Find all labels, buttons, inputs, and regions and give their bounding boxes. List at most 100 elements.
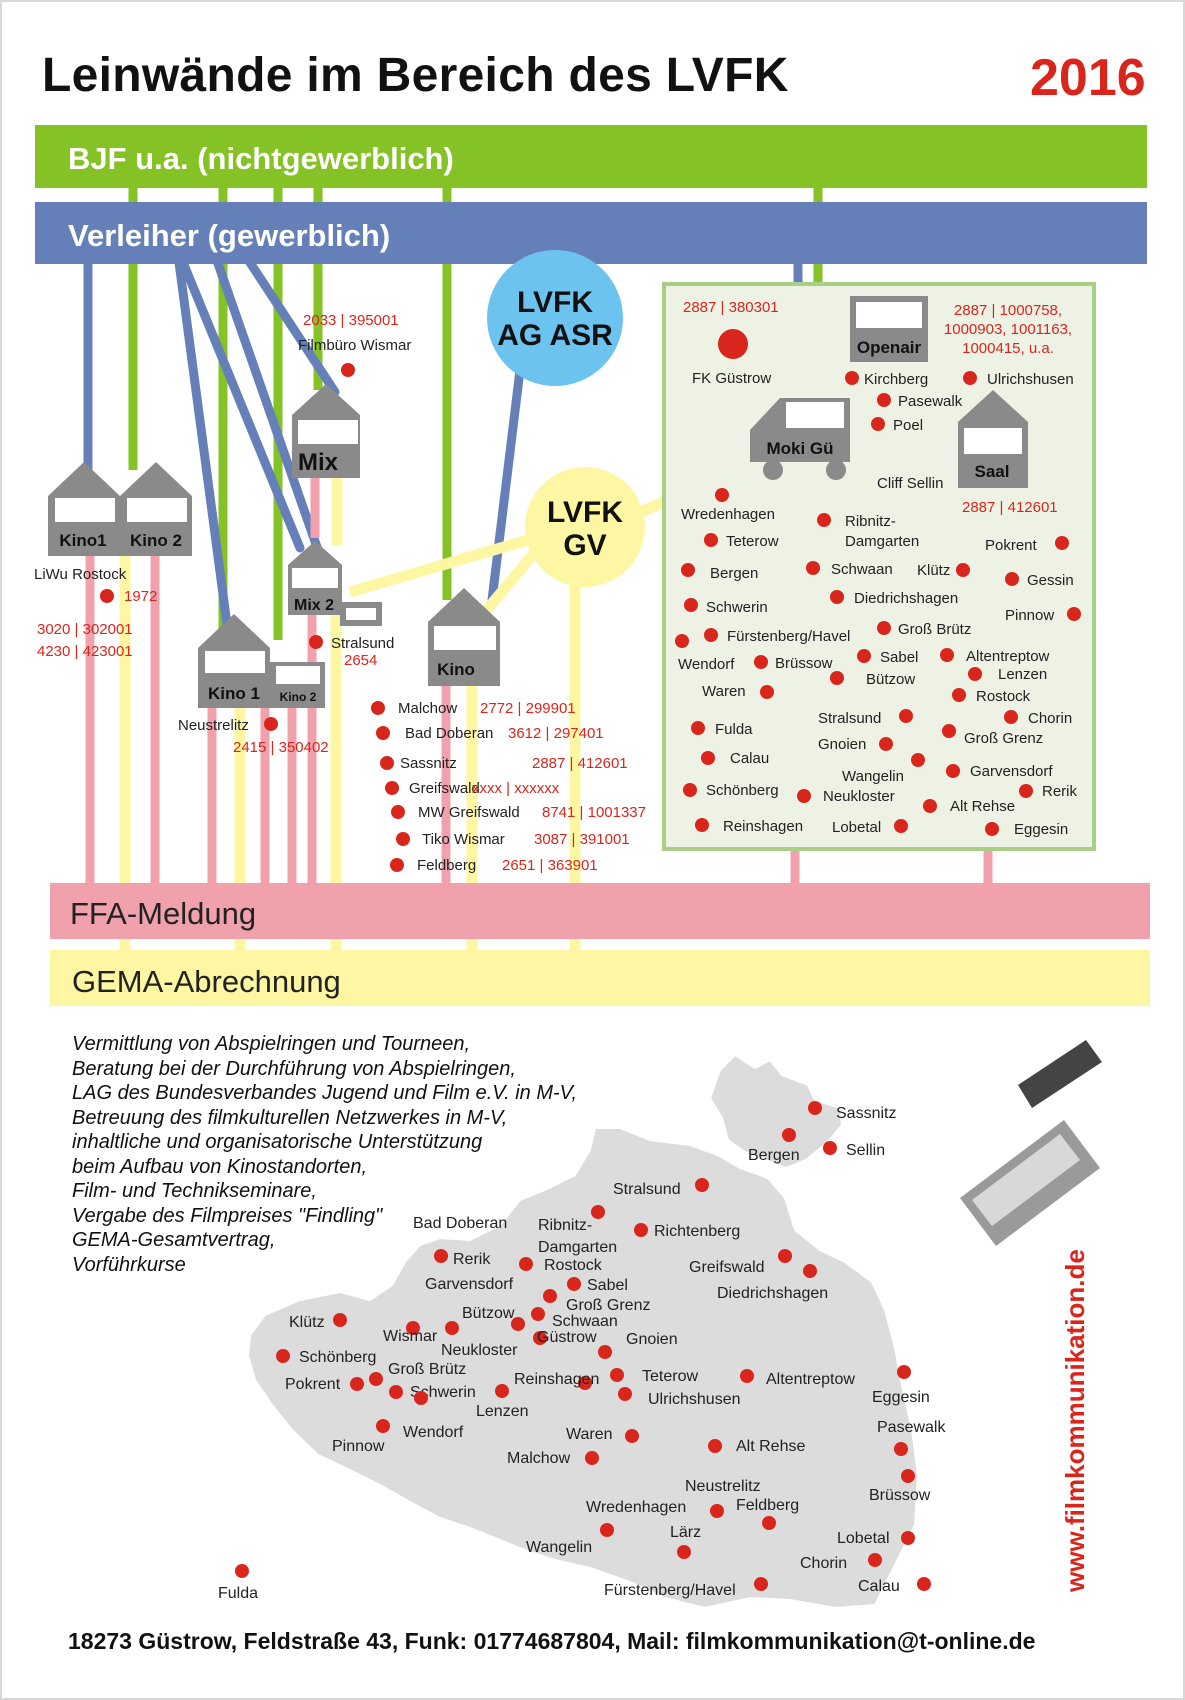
map-place-label: Stralsund <box>613 1181 681 1198</box>
panel-place-label: Groß Brütz <box>898 621 971 638</box>
map-place-label: Fulda <box>218 1585 258 1602</box>
map-place-label: Sellin <box>846 1142 885 1159</box>
panel-place-label: Pinnow <box>1005 607 1054 624</box>
rostock-id-2: 4230 | 423001 <box>37 643 133 660</box>
rostock-year: 1972 <box>124 588 157 605</box>
panel-place-dot <box>1019 784 1033 798</box>
saal-label: Saal <box>975 462 1010 481</box>
kino-list-dot <box>396 832 410 846</box>
panel-place-label: Wredenhagen <box>681 506 775 523</box>
panel-place-label: Reinshagen <box>723 818 803 835</box>
panel-place-label: Stralsund <box>818 710 881 727</box>
map-place-dot <box>782 1128 796 1142</box>
panel-place-label: Garvensdorf <box>970 763 1053 780</box>
house-mix[interactable]: Mix <box>292 384 360 478</box>
panel-place-dot <box>956 563 970 577</box>
neustrelitz-name: Neustrelitz <box>178 717 249 734</box>
map-place-label: Ulrichshusen <box>648 1391 740 1408</box>
hub-ag-asr[interactable]: LVFK AG ASR <box>487 250 623 386</box>
fk-id: 2887 | 380301 <box>683 299 779 316</box>
panel-place-dot <box>899 709 913 723</box>
rostock-name: LiWu Rostock <box>34 566 127 583</box>
map-place-dot <box>350 1377 364 1391</box>
map-place-label: Lobetal <box>837 1530 890 1547</box>
gema-label: GEMA-Abrechnung <box>72 964 341 999</box>
map-place-dot <box>868 1553 882 1567</box>
map-place-label: Gnoien <box>626 1331 678 1348</box>
map-place-dot <box>897 1365 911 1379</box>
panel-place-label: Schönberg <box>706 782 779 799</box>
map-place-label: Pinnow <box>332 1438 385 1455</box>
map-place-dot <box>695 1178 709 1192</box>
kino-list-name: Sassnitz <box>400 755 457 772</box>
panel-place-label: Rostock <box>976 688 1031 705</box>
house-saal[interactable]: Saal <box>958 390 1028 488</box>
bjf-bar <box>35 125 1147 188</box>
panel-place-label: Kirchberg <box>864 371 928 388</box>
panel-place-dot <box>701 751 715 765</box>
map-place-label: Richtenberg <box>654 1223 740 1240</box>
house-neustrelitz-kino2[interactable]: Kino 2 <box>270 662 325 708</box>
map-place-label: Rostock <box>544 1257 603 1274</box>
panel-place-dot <box>806 561 820 575</box>
panel-place-dot <box>968 667 982 681</box>
panel-place-dot <box>683 783 697 797</box>
kino-list-dot <box>371 701 385 715</box>
panel-place-label: Brüssow <box>775 655 833 672</box>
panel-place-dot <box>940 648 954 662</box>
map-place-label: Malchow <box>507 1450 571 1467</box>
house-mix2[interactable]: Mix 2 <box>288 541 382 626</box>
panel-place-label: Alt Rehse <box>950 798 1015 815</box>
panel-place-dot <box>857 649 871 663</box>
hub-gv-line2: GV <box>563 529 606 562</box>
map-place-dot <box>434 1249 448 1263</box>
panel-place-label: Schwerin <box>706 599 768 616</box>
map-place-dot <box>406 1321 420 1335</box>
openair-stage[interactable]: Openair <box>850 296 928 362</box>
kino-list-name: Tiko Wismar <box>422 831 505 848</box>
house-neustrelitz-kino1[interactable]: Kino 1 <box>198 614 270 708</box>
map-place-dot <box>634 1223 648 1237</box>
map-place-label: Lärz <box>670 1524 701 1541</box>
map-place-label: Neustrelitz <box>685 1478 761 1495</box>
map-place-dot <box>543 1289 557 1303</box>
map-place-dot <box>531 1307 545 1321</box>
moki-label: Moki Gü <box>766 439 833 458</box>
panel-place-dot <box>845 371 859 385</box>
house-kino1[interactable]: Kino1 <box>48 462 120 556</box>
house-kino[interactable]: Kino <box>428 588 500 686</box>
house-mix2-label: Mix 2 <box>294 597 334 614</box>
map-place-dot <box>808 1101 822 1115</box>
panel-place-label: Eggesin <box>1014 821 1068 838</box>
moki-truck[interactable]: Moki Gü <box>750 398 850 480</box>
panel-place-dot <box>817 513 831 527</box>
kino-list-name: Greifswald <box>409 780 480 797</box>
kino-list-name: Feldberg <box>417 857 476 874</box>
panel-place-dot <box>963 371 977 385</box>
kino-list-name: MW Greifswald <box>418 804 520 821</box>
panel-place-label: Diedrichshagen <box>854 590 958 607</box>
map-place-dot <box>414 1391 428 1405</box>
mv-map <box>246 1053 920 1610</box>
map-place-dot <box>803 1264 817 1278</box>
kino-list-id: 2651 | 363901 <box>502 857 598 874</box>
kino-list-dot <box>376 726 390 740</box>
panel-place-label: Waren <box>702 683 746 700</box>
map-place-label: Calau <box>858 1578 900 1595</box>
panel-place-dot <box>760 685 774 699</box>
map-place-label: Eggesin <box>872 1389 930 1406</box>
stralsund-dot <box>309 635 323 649</box>
panel-place-label: Bergen <box>710 565 758 582</box>
map-place-label: Feldberg <box>736 1497 799 1514</box>
house-kino2[interactable]: Kino 2 <box>120 462 192 556</box>
rostock-id-1: 3020 | 302001 <box>37 621 133 638</box>
map-place-dot <box>276 1349 290 1363</box>
map-place-dot <box>625 1429 639 1443</box>
hub-gv[interactable]: LVFK GV <box>525 467 645 587</box>
fk-dot <box>718 329 748 359</box>
kino-list-id: 2887 | 412601 <box>532 755 628 772</box>
map-place-dot <box>894 1442 908 1456</box>
map-place-label: Waren <box>566 1426 613 1443</box>
